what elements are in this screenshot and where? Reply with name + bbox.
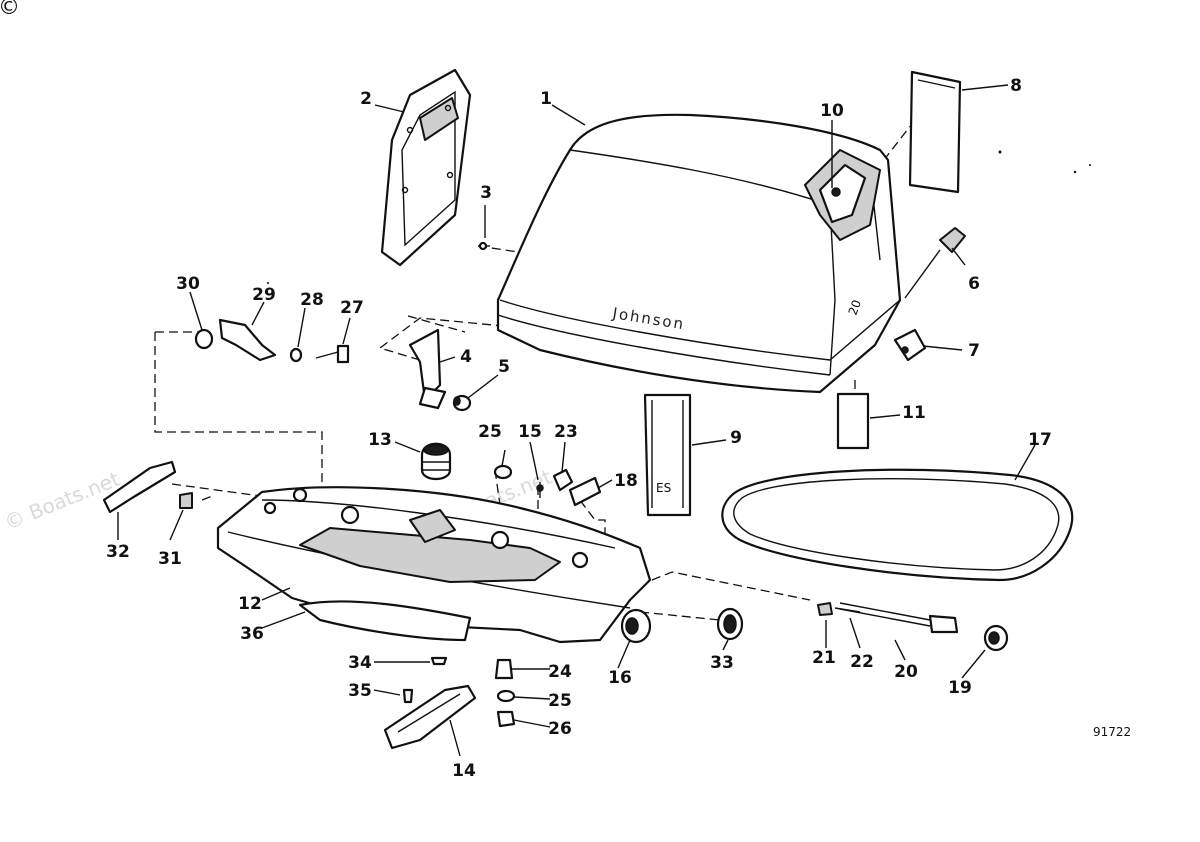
part-13-grommet xyxy=(420,442,452,481)
part-20-cable-assy xyxy=(839,602,959,634)
part-2-silencer-gasket xyxy=(380,68,472,267)
part-32-lever xyxy=(102,460,177,514)
callout-23: 23 xyxy=(554,422,578,442)
part-36-gasket xyxy=(298,600,472,642)
cover-badge-text: 20 xyxy=(846,298,864,317)
part-33-grommet xyxy=(716,607,744,641)
callout-1: 1 xyxy=(540,89,552,109)
part-26-nut xyxy=(496,710,516,728)
part-25-washer xyxy=(493,464,516,703)
callout-28: 28 xyxy=(300,290,324,310)
callout-13: 13 xyxy=(368,430,392,450)
part-5-knob xyxy=(452,394,472,412)
callout-18: 18 xyxy=(614,471,638,491)
callout-32: 32 xyxy=(106,542,130,562)
diagram-code: 91722 xyxy=(1093,725,1131,739)
part-28-washer xyxy=(289,347,303,363)
callout-5: 5 xyxy=(498,357,510,377)
part-6-plug xyxy=(904,227,966,299)
part-17-gasket-seal xyxy=(721,468,1074,582)
part-24-stud xyxy=(494,658,514,680)
part-18-plate xyxy=(568,476,602,507)
shroud-badge-text: ES xyxy=(656,481,671,495)
callout-10: 10 xyxy=(820,101,844,121)
callout-27: 27 xyxy=(340,298,364,318)
callout-29: 29 xyxy=(252,285,276,305)
part-30-grommet xyxy=(194,328,214,350)
callout-3: 3 xyxy=(480,183,492,203)
callout-25-top: 25 xyxy=(478,422,502,442)
part-31-clip xyxy=(179,492,193,509)
callout-22: 22 xyxy=(850,652,874,672)
part-7-bracket xyxy=(893,328,927,362)
callout-24: 24 xyxy=(548,662,572,682)
part-11-label xyxy=(836,392,870,450)
callout-labels: 1 2 3 4 5 6 7 8 9 10 11 12 13 14 15 16 1… xyxy=(106,76,1052,781)
callout-25-bottom: 25 xyxy=(548,691,572,711)
part-35-screw xyxy=(402,688,414,704)
part-9-shroud: ES xyxy=(643,393,692,517)
corner-copyright-mark: © xyxy=(0,0,20,20)
callout-15: 15 xyxy=(518,422,542,442)
part-22-wire xyxy=(834,607,861,613)
callout-11: 11 xyxy=(902,403,926,423)
callout-2: 2 xyxy=(360,89,372,109)
part-19-seal xyxy=(983,624,1009,652)
callout-7: 7 xyxy=(968,341,980,361)
callout-4: 4 xyxy=(460,347,472,367)
part-29-latch xyxy=(218,318,277,362)
callout-19: 19 xyxy=(948,678,972,698)
callout-35: 35 xyxy=(348,681,372,701)
part-21-fitting xyxy=(817,602,833,616)
callout-16: 16 xyxy=(608,668,632,688)
callout-6: 6 xyxy=(968,274,980,294)
callout-12: 12 xyxy=(238,594,262,614)
callout-14: 14 xyxy=(452,761,476,781)
callout-31: 31 xyxy=(158,549,182,569)
callout-34: 34 xyxy=(348,653,372,673)
leader-lines xyxy=(117,84,1036,757)
callout-20: 20 xyxy=(894,662,918,682)
callout-36: 36 xyxy=(240,624,264,644)
callout-33: 33 xyxy=(710,653,734,673)
part-16-grommet xyxy=(620,608,652,644)
part-4-latch-lever xyxy=(408,328,447,410)
stray-specks xyxy=(267,150,1091,284)
callout-17: 17 xyxy=(1028,430,1052,450)
callout-8: 8 xyxy=(1010,76,1022,96)
callout-9: 9 xyxy=(730,428,742,448)
part-8-panel xyxy=(908,70,962,194)
callout-30: 30 xyxy=(176,274,200,294)
callout-26: 26 xyxy=(548,719,572,739)
part-23-nut xyxy=(552,468,574,492)
part-3-screw xyxy=(478,241,490,251)
part-34-screw xyxy=(430,656,448,666)
callout-21: 21 xyxy=(812,648,836,668)
part-14-bracket xyxy=(383,684,477,750)
part-1-engine-cover: Johnson 20 xyxy=(496,113,902,394)
part-15-screw xyxy=(536,482,544,498)
part-27-screw xyxy=(315,344,350,364)
